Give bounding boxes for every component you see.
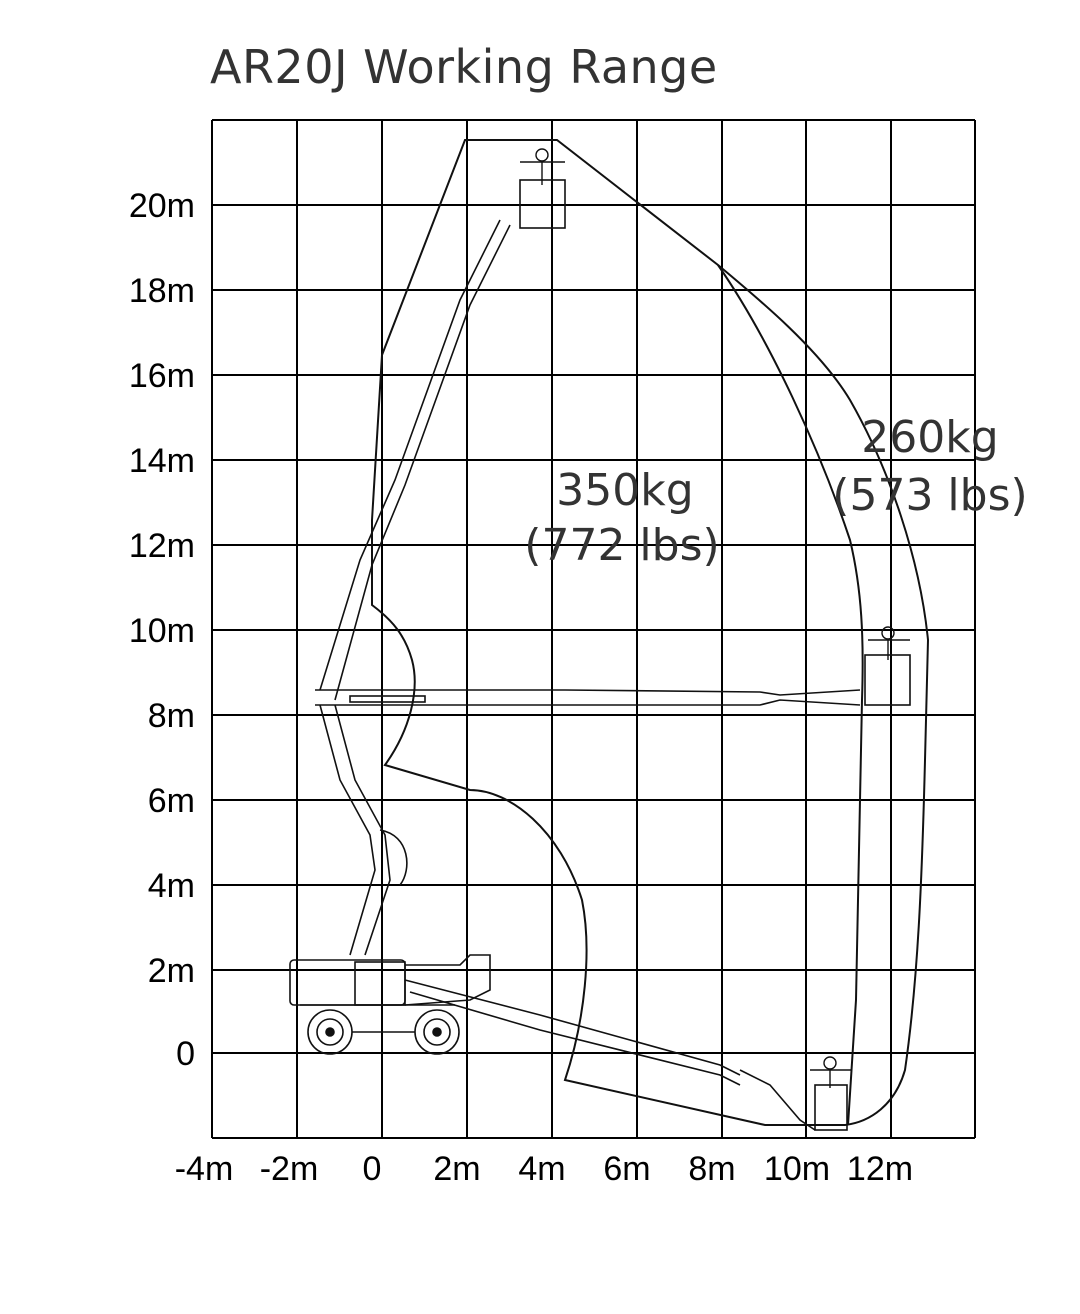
y-tick-label: 20m <box>129 187 195 225</box>
x-tick-label: 10m <box>764 1150 830 1188</box>
y-tick-label: 10m <box>129 612 195 650</box>
zone-260-capacity-imperial: (573 lbs) <box>832 470 1027 521</box>
operator-figures <box>520 148 910 1088</box>
y-tick-label: 8m <box>148 697 195 735</box>
chart-title: AR20J Working Range <box>210 40 718 94</box>
y-tick-label: 2m <box>148 952 195 990</box>
inner-envelope-350kg <box>717 264 864 1126</box>
x-tick-label: 12m <box>847 1150 913 1188</box>
y-tick-label: 6m <box>148 782 195 820</box>
zone-350-capacity: 350kg <box>556 465 693 516</box>
x-tick-label: 2m <box>433 1150 480 1188</box>
zone-350-capacity-imperial: (772 lbs) <box>524 520 719 571</box>
machine-drawing <box>289 179 911 1131</box>
y-tick-label: 12m <box>129 527 195 565</box>
outer-envelope <box>371 139 930 1126</box>
x-tick-label: 4m <box>518 1150 565 1188</box>
y-tick-label: 4m <box>148 867 195 905</box>
x-tick-label: 6m <box>603 1150 650 1188</box>
x-tick-label: -2m <box>260 1150 319 1188</box>
x-tick-label: 0 <box>363 1150 382 1188</box>
y-tick-label: 0 <box>176 1035 195 1073</box>
y-axis-labels: 20m 18m 16m 14m 12m 10m 8m 6m 4m 2m 0 <box>129 187 195 1073</box>
y-tick-label: 18m <box>129 272 195 310</box>
y-tick-label: 14m <box>129 442 195 480</box>
y-tick-label: 16m <box>129 357 195 395</box>
x-axis-labels: -4m -2m 0 2m 4m 6m 8m 10m 12m <box>175 1150 913 1188</box>
x-tick-label: 8m <box>688 1150 735 1188</box>
x-tick-label: -4m <box>175 1150 234 1188</box>
grid <box>211 119 976 1139</box>
zone-260-capacity: 260kg <box>861 412 998 463</box>
